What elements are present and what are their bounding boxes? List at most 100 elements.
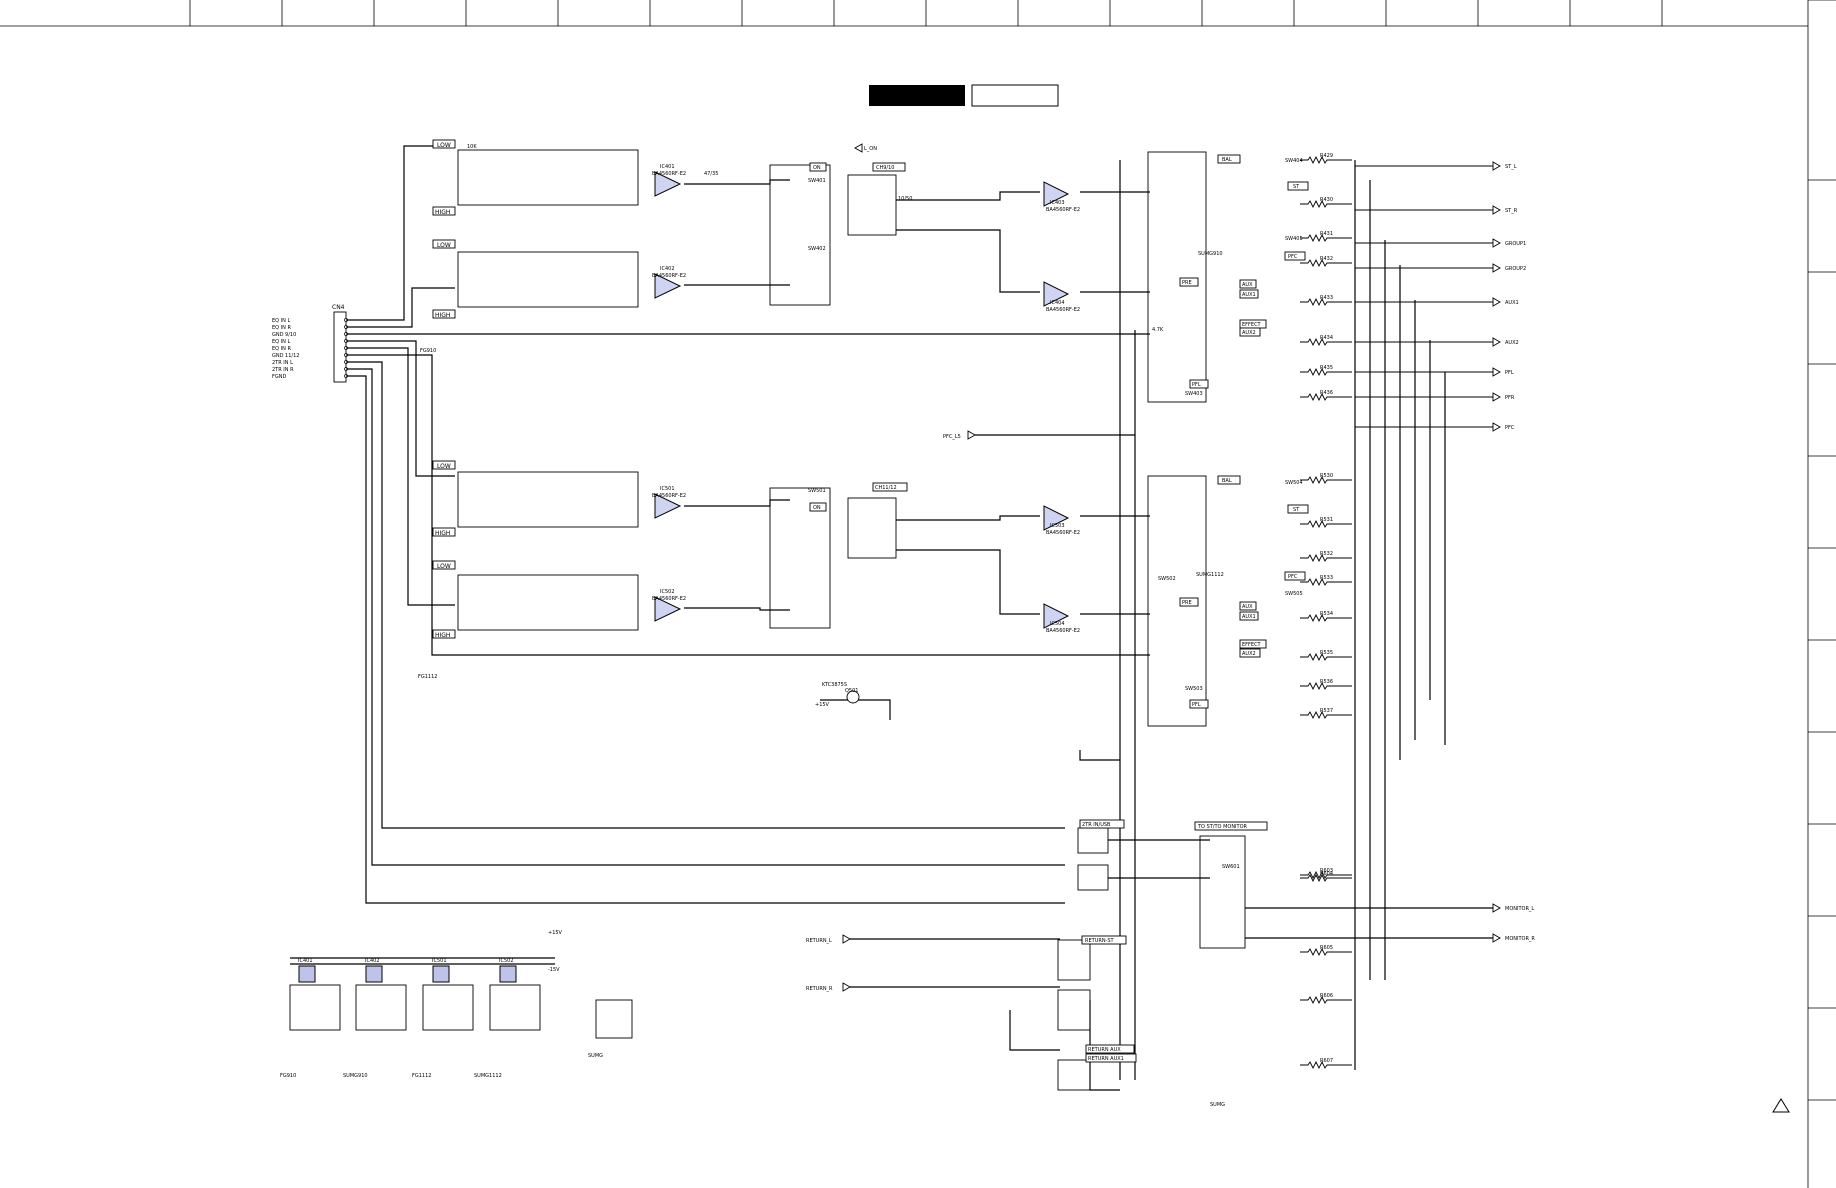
pre-tag-1: PRE <box>1182 280 1192 286</box>
output-label-group1: GROUP1 <box>1505 241 1526 247</box>
switch-refs: SW401 SW402 SW403 SW404 SW405 SW501 SW50… <box>808 158 1303 870</box>
ic403-ref: IC403 <box>1050 200 1065 206</box>
high-tag-1: HIGH <box>435 209 450 216</box>
resistor-symbol <box>1300 870 1352 880</box>
output-label-pfc: PFC <box>1505 425 1515 431</box>
transistor-q501: KTC3875S Q501 +15V <box>815 682 860 708</box>
output-arrows: ST_LST_RGROUP1GROUP2AUX1AUX2PFLPFRPFCMON… <box>1355 161 1535 943</box>
output-label-aux1: AUX1 <box>1505 300 1519 306</box>
sw601-ref: SW601 <box>1222 864 1240 870</box>
aux-tag-1: AUX <box>1242 282 1253 288</box>
resistor-symbol <box>1300 652 1352 662</box>
ic502-ref: IC502 <box>660 589 675 595</box>
output-label-st-l: ST_L <box>1505 164 1517 170</box>
right-resistor-ref: R604 <box>1320 871 1333 877</box>
p15-label-1: +15V <box>815 702 830 708</box>
right-resistor-ref: R606 <box>1320 993 1333 999</box>
resistor-symbol <box>1300 873 1352 883</box>
output-arrow-icon <box>1492 238 1501 248</box>
output-label-monitor-l: MONITOR_L <box>1505 906 1534 912</box>
resistor-symbol <box>1300 199 1352 209</box>
resistor-symbol <box>1300 553 1352 563</box>
sw505-ref: SW505 <box>1285 591 1303 597</box>
ic501-part: BA4560RF-E2 <box>652 493 686 499</box>
right-resistor-ref: R432 <box>1320 256 1333 262</box>
q501-ref: Q501 <box>845 688 858 694</box>
ic504-ref: IC504 <box>1050 621 1065 627</box>
effect-tag-1: EFFECT <box>1242 322 1262 328</box>
low-tag-4: LOW <box>437 563 451 570</box>
opamp-ic503 <box>1043 505 1070 531</box>
fg910-pw: FG910 <box>280 1073 296 1079</box>
opamp-ic401 <box>654 171 682 197</box>
ic401-part: BA4560RF-E2 <box>652 171 686 177</box>
wiring <box>346 145 1500 1091</box>
fg1112-pw: FG1112 <box>412 1073 431 1079</box>
ic401-pw-ref: IC401 <box>298 958 313 964</box>
resistor-symbol <box>1300 367 1352 377</box>
output-arrow-icon <box>1492 422 1501 432</box>
right-resistor-ref: R607 <box>1320 1058 1333 1064</box>
pfc-tag-2: PFC <box>1288 574 1298 580</box>
p15-label: +15V <box>548 930 563 936</box>
right-resistor-ref: R534 <box>1320 611 1333 617</box>
ic501-pw-ref: IC501 <box>432 958 447 964</box>
right-resistor-ref: R537 <box>1320 708 1333 714</box>
channel-tags: CH9/10 CH11/12 ON ON L_ON PFC_L5 <box>809 143 976 512</box>
cn4-pin-label: GND 9/10 <box>272 332 296 338</box>
cn4-pin-label: EQ IN R <box>272 346 291 352</box>
ic502-part: BA4560RF-E2 <box>652 596 686 602</box>
ic503-ref: IC503 <box>1050 523 1065 529</box>
r425-value: 4.7K <box>1152 327 1164 333</box>
bal-tag-2: BAL <box>1222 478 1232 484</box>
aux2-tag-2: AUX2 <box>1242 651 1256 657</box>
output-arrow-icon <box>1492 337 1501 347</box>
resistor-symbol <box>1300 155 1352 165</box>
sw405-ref: SW405 <box>1285 236 1303 242</box>
resistor-symbol <box>1300 258 1352 268</box>
ic402-pw-ref: IC402 <box>365 958 380 964</box>
sw503-ref: SW503 <box>1185 686 1203 692</box>
aux2-tag-1: AUX2 <box>1242 330 1256 336</box>
opamp-ic404 <box>1043 281 1070 307</box>
resistor-symbol <box>1300 519 1352 529</box>
to-st-monitor-tag: TO ST/TO MONITOR <box>1197 824 1248 830</box>
output-label-group2: GROUP2 <box>1505 266 1526 272</box>
right-resistor-ref: R531 <box>1320 517 1333 523</box>
right-resistor-ref: R429 <box>1320 153 1333 159</box>
output-arrow-icon <box>1492 367 1501 377</box>
resistor-symbol <box>1300 947 1352 957</box>
resistor-symbol <box>1300 613 1352 623</box>
effect-tag-2: EFFECT <box>1242 642 1262 648</box>
eq-tags: LOW HIGH LOW HIGH LOW HIGH LOW HIGH <box>432 139 456 639</box>
switch-labels: BAL ST PFC PRE AUX AUX1 EFFECT AUX2 PFL … <box>1179 154 1309 709</box>
cn4-pin-label: EQ IN L <box>272 318 290 324</box>
ic404-part: BA4560RF-E2 <box>1046 307 1080 313</box>
return-st-tag: RETURN-ST <box>1085 938 1115 944</box>
aux1-tag-2: AUX1 <box>1242 614 1256 620</box>
sw401-ref: SW401 <box>808 178 826 184</box>
ic502-pw-ref: IC502 <box>499 958 514 964</box>
sw404-ref: SW404 <box>1285 158 1303 164</box>
sumg910-label: SUMG910 <box>1198 251 1223 257</box>
ic503-part: BA4560RF-E2 <box>1046 530 1080 536</box>
two-tr-in-usb-tag: 2TR IN/USB <box>1082 822 1111 828</box>
ic404-ref: IC404 <box>1050 300 1065 306</box>
right-resistor-ref: R532 <box>1320 551 1333 557</box>
right-resistor-ref: R535 <box>1320 650 1333 656</box>
right-resistor-ref: R435 <box>1320 365 1333 371</box>
low-tag-2: LOW <box>437 242 451 249</box>
pfl-tag-2: PFL <box>1192 702 1201 708</box>
resistor-symbol <box>1300 337 1352 347</box>
resistor-symbol <box>1300 1060 1352 1070</box>
cn4-pin-label: EQ IN L <box>272 339 290 345</box>
st-tag-2: ST <box>1293 507 1300 513</box>
pre-tag-2: PRE <box>1182 600 1192 606</box>
right-resistor-ref: R533 <box>1320 575 1333 581</box>
return-l-label: RETURN_L <box>806 938 832 944</box>
return-r-label: RETURN_R <box>806 986 833 992</box>
ic403-part: BA4560RF-E2 <box>1046 207 1080 213</box>
opamp-ic504 <box>1043 603 1070 629</box>
ic501-ref: IC501 <box>660 486 675 492</box>
